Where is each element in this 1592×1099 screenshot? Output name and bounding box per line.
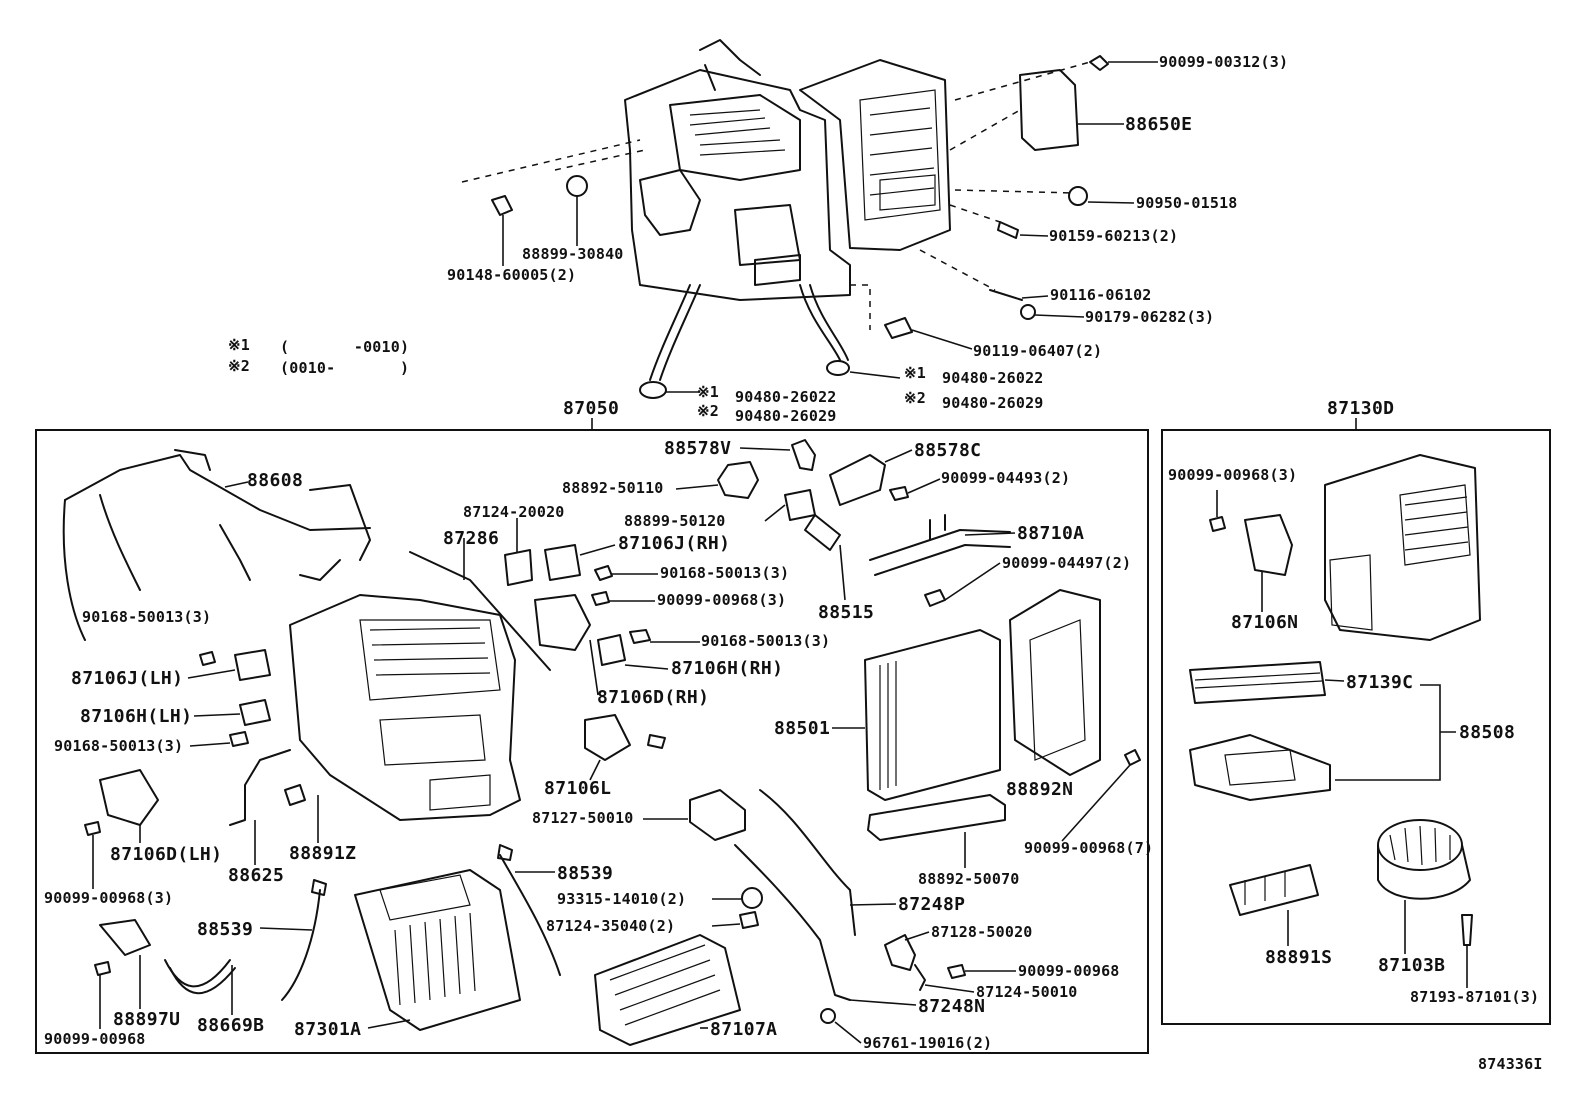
part-label-p-87106d-lh: 87106D(LH): [110, 844, 223, 865]
part-label-p-88578c: 88578C: [914, 440, 982, 461]
part-label-p-87248p: 87248P: [898, 894, 966, 915]
part-label-p-87193-87101: 87193-87101(3): [1410, 988, 1540, 1006]
part-label-p-88897u: 88897U: [113, 1009, 181, 1030]
part-label-p-88508: 88508: [1459, 722, 1516, 743]
part-label-p-90148-60005: 90148-60005(2): [447, 266, 577, 284]
part-label-p-90480-26029-b: 90480-26029: [942, 394, 1044, 412]
part-label-p-90099-00968-e: 90099-00968: [44, 1030, 146, 1048]
part-label-p-88539-a: 88539: [557, 863, 614, 884]
top-hvac-assembly: [461, 39, 1158, 399]
part-label-p-88650e: 88650E: [1125, 114, 1193, 135]
part-label-p-90099-00968-b: 90099-00968(7): [1024, 839, 1154, 857]
part-label-p-88578v: 88578V: [664, 438, 732, 459]
legend-ref-mark-1a: ※1: [697, 383, 719, 401]
part-label-p-90480-26029-a: 90480-26029: [735, 407, 837, 425]
part-label-p-88892-50110: 88892-50110: [562, 479, 664, 497]
part-label-p-90950-01518: 90950-01518: [1136, 194, 1238, 212]
legend-range-2: (0010- ): [280, 359, 410, 377]
legend-mark-2: ※2: [228, 357, 250, 375]
legend-mark-1: ※1: [228, 336, 250, 354]
part-label-p-88899-30840: 88899-30840: [522, 245, 624, 263]
legend-ref-mark-1b: ※1: [904, 364, 926, 382]
blower-unit-group-title: 87130D: [1327, 398, 1395, 419]
part-label-p-90099-04493: 90099-04493(2): [941, 469, 1071, 487]
part-label-p-88608: 88608: [247, 470, 304, 491]
main-unit-parts: [62, 439, 1141, 1046]
part-label-p-96761-19016: 96761-19016(2): [863, 1034, 993, 1052]
part-label-p-90480-26022-a: 90480-26022: [735, 388, 837, 406]
part-label-p-87286: 87286: [443, 528, 500, 549]
part-label-p-87106j-rh: 87106J(RH): [618, 533, 731, 554]
main-unit-group-box: [35, 429, 1149, 1054]
part-label-p-90099-00968-f: 90099-00968(3): [1168, 466, 1298, 484]
legend-range-1: ( -0010): [280, 338, 410, 356]
part-label-p-87107a: 87107A: [710, 1019, 778, 1040]
part-label-p-88669b: 88669B: [197, 1015, 265, 1036]
part-label-p-88892-50070: 88892-50070: [918, 870, 1020, 888]
part-label-p-88891z: 88891Z: [289, 843, 357, 864]
part-label-p-90099-00312: 90099-00312(3): [1159, 53, 1289, 71]
part-label-p-90099-04497: 90099-04497(2): [1002, 554, 1132, 572]
part-label-p-87106n: 87106N: [1231, 612, 1299, 633]
legend-ref-mark-2a: ※2: [697, 402, 719, 420]
part-label-p-88710a: 88710A: [1017, 523, 1085, 544]
part-label-p-88501: 88501: [774, 718, 831, 739]
part-label-p-93315-14010: 93315-14010(2): [557, 890, 687, 908]
part-label-p-88892n: 88892N: [1006, 779, 1074, 800]
part-label-p-87106l: 87106L: [544, 778, 612, 799]
part-label-p-88625: 88625: [228, 865, 285, 886]
part-label-p-87139c: 87139C: [1346, 672, 1414, 693]
part-label-p-88515: 88515: [818, 602, 875, 623]
part-label-p-87106h-lh: 87106H(LH): [80, 706, 193, 727]
part-label-p-87106h-rh: 87106H(RH): [671, 658, 784, 679]
part-label-p-90168-50013-a: 90168-50013(3): [660, 564, 790, 582]
part-label-p-87248n: 87248N: [918, 996, 986, 1017]
part-label-p-87128-50020: 87128-50020: [931, 923, 1033, 941]
part-label-p-90168-50013-b: 90168-50013(3): [82, 608, 212, 626]
legend-ref-mark-2b: ※2: [904, 389, 926, 407]
part-label-p-90099-00968-a: 90099-00968(3): [657, 591, 787, 609]
part-label-p-87106d-rh: 87106D(RH): [597, 687, 710, 708]
part-label-p-87301a: 87301A: [294, 1019, 362, 1040]
part-label-p-87127-50010: 87127-50010: [532, 809, 634, 827]
part-label-p-90168-50013-c: 90168-50013(3): [701, 632, 831, 650]
blower-unit-parts: [1189, 454, 1481, 988]
drawing-id: 874336I: [1478, 1055, 1543, 1073]
part-label-p-90099-00968-c: 90099-00968(3): [44, 889, 174, 907]
part-label-p-90179-06282: 90179-06282(3): [1085, 308, 1215, 326]
main-unit-group-title: 87050: [563, 398, 620, 419]
part-label-p-90168-50013-d: 90168-50013(3): [54, 737, 184, 755]
part-label-p-90119-06407: 90119-06407(2): [973, 342, 1103, 360]
part-label-p-87106j-lh: 87106J(LH): [71, 668, 184, 689]
part-label-p-87124-20020: 87124-20020: [463, 503, 565, 521]
part-label-p-87103b: 87103B: [1378, 955, 1446, 976]
part-label-p-87124-50010: 87124-50010: [976, 983, 1078, 1001]
part-label-p-90116-06102: 90116-06102: [1050, 286, 1152, 304]
part-label-p-88891s: 88891S: [1265, 947, 1333, 968]
part-label-p-90159-60213: 90159-60213(2): [1049, 227, 1179, 245]
part-label-p-90480-26022-b: 90480-26022: [942, 369, 1044, 387]
part-label-p-87124-35040: 87124-35040(2): [546, 917, 676, 935]
part-label-p-88899-50120: 88899-50120: [624, 512, 726, 530]
part-label-p-90099-00968-d: 90099-00968: [1018, 962, 1120, 980]
part-label-p-88539-b: 88539: [197, 919, 254, 940]
